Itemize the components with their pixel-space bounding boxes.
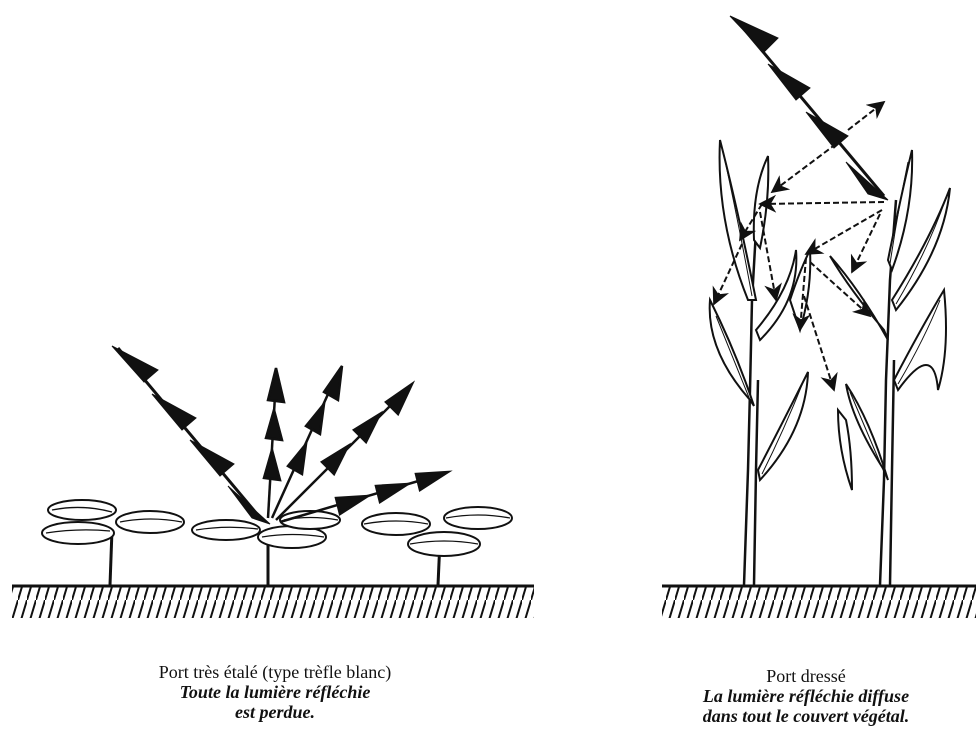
clover-plant-1 [42, 500, 184, 585]
right-diagram [662, 16, 976, 618]
left-caption-note-1: Toute la lumière réfléchie [80, 682, 470, 702]
right-caption-note-1: La lumière réfléchie diffuse [636, 686, 976, 706]
left-caption: Port très étalé (type trèfle blanc) Tout… [80, 662, 470, 722]
clover-plant-3 [362, 507, 512, 585]
incoming-light-arrow-left [112, 346, 270, 524]
incoming-light-arrow-right [730, 16, 888, 200]
right-caption-title: Port dressé [636, 666, 976, 686]
left-soil [12, 586, 534, 618]
grass-leaves [710, 140, 950, 490]
reflected-light-arrows-left [264, 366, 448, 522]
left-caption-title: Port très étalé (type trèfle blanc) [80, 662, 470, 682]
grass-stems [744, 200, 896, 585]
left-diagram [12, 346, 534, 618]
right-caption: Port dressé La lumière réfléchie diffuse… [636, 666, 976, 726]
left-caption-note-2: est perdue. [80, 702, 470, 722]
right-caption-note-2: dans tout le couvert végétal. [636, 706, 976, 726]
right-soil [662, 586, 976, 618]
